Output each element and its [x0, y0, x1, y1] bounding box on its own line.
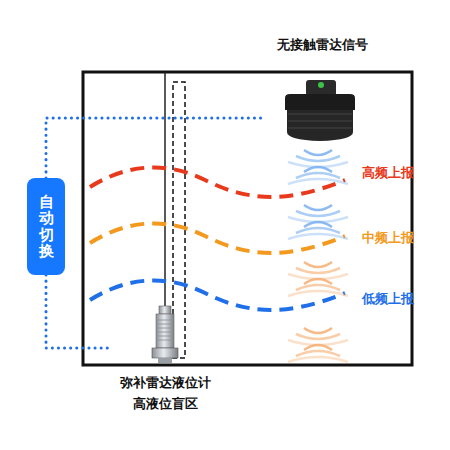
radar-led	[318, 82, 324, 88]
sensor-top	[159, 306, 171, 314]
ripple-arc	[296, 268, 340, 273]
switch-box: 自动切换	[27, 178, 65, 275]
ripple-arc	[288, 274, 348, 279]
radar-sensor: 无接触雷达信号	[262, 34, 382, 146]
ripple-arc	[288, 340, 348, 345]
radar-body	[287, 110, 353, 141]
low-level-wave	[90, 280, 345, 309]
ripple-arc	[304, 205, 332, 210]
ripple-arc	[288, 162, 348, 167]
sensor-vent	[156, 332, 174, 333]
ripple-arc	[288, 357, 348, 362]
radar-rib	[288, 121, 352, 122]
rate-label: 低频上报	[362, 290, 414, 308]
ripple-arc	[288, 291, 348, 296]
rate-label: 中频上报	[362, 229, 414, 247]
switch-label: 自动切换	[39, 194, 54, 260]
radar-cap	[306, 80, 336, 96]
ripple-arc	[296, 211, 340, 216]
ripple-arc	[296, 173, 340, 178]
ripple-arc	[296, 351, 340, 356]
ripple-arc	[288, 179, 348, 184]
ripple-arc	[288, 234, 348, 239]
radar-rib	[288, 128, 352, 129]
ripple-arc	[304, 262, 332, 267]
ripple-arc	[304, 328, 332, 333]
radar-flange	[285, 94, 355, 110]
radar-ripples	[288, 150, 348, 362]
ripple-arc	[296, 156, 340, 161]
sensor-caption: 弥补雷达液位计 高液位盲区	[114, 372, 216, 414]
high-level-wave	[90, 167, 345, 196]
radar-rib	[288, 114, 352, 115]
ripple-arc	[304, 150, 332, 155]
sensor-vent	[156, 324, 174, 325]
ripple-arc	[296, 228, 340, 233]
pressure-sensor: 弥补雷达液位计 高液位盲区	[110, 296, 220, 414]
sensor-heading: 无接触雷达信号	[262, 36, 382, 54]
sensor-body	[156, 314, 174, 348]
sensor-vent	[156, 328, 174, 329]
dotted-signal-link	[46, 118, 262, 178]
tank-wall	[83, 72, 412, 365]
sensor-cable	[164, 72, 166, 308]
dotted-signal-link	[46, 275, 110, 348]
mid-level-wave	[90, 223, 345, 252]
rate-label: 高频上报	[362, 164, 414, 182]
sensor-vent	[156, 336, 174, 337]
ripple-arc	[296, 285, 340, 290]
sensor-vent	[156, 320, 174, 321]
ripple-arc	[296, 334, 340, 339]
sensor-vent	[156, 340, 174, 341]
sensor-base	[152, 348, 178, 358]
blind-zone-frame	[173, 82, 185, 358]
ripple-arc	[288, 217, 348, 222]
sensor-tip	[158, 358, 172, 363]
